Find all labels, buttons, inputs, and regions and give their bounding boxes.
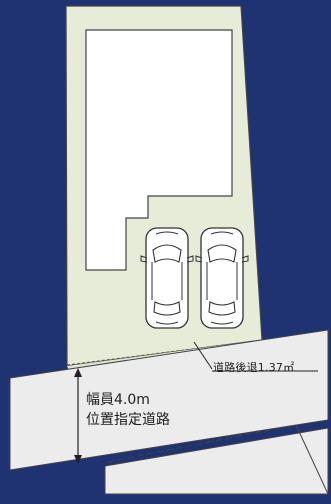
road-boundary-dashed bbox=[107, 425, 291, 463]
setback-leader-line bbox=[193, 341, 213, 370]
arrow-head-top bbox=[74, 368, 82, 377]
road-upper bbox=[9, 329, 329, 471]
car-left bbox=[140, 227, 194, 329]
setback-line bbox=[66, 339, 263, 366]
road-type-label: 位置指定道路 bbox=[86, 412, 170, 428]
car-mirror-right bbox=[241, 255, 249, 263]
car-windshield bbox=[207, 244, 237, 263]
arrow-head-bottom bbox=[74, 455, 82, 464]
car-mirror-right bbox=[186, 255, 194, 263]
car-hood-line bbox=[210, 231, 234, 235]
car-right bbox=[195, 227, 249, 329]
car-hood-line bbox=[155, 231, 179, 235]
car-trunk-line bbox=[210, 321, 234, 325]
car-trunk-line bbox=[155, 321, 179, 325]
road-divider bbox=[295, 424, 329, 495]
car-rear-window bbox=[153, 301, 181, 316]
car-windshield bbox=[152, 244, 182, 263]
car-mirror-left bbox=[195, 255, 203, 263]
setback-label: 道路後退1.37㎡ bbox=[213, 361, 295, 374]
car-rear-window bbox=[208, 301, 236, 316]
car-mirror-left bbox=[140, 255, 148, 263]
road-width-label: 幅員4.0m bbox=[86, 392, 150, 408]
building-footprint bbox=[85, 29, 233, 271]
